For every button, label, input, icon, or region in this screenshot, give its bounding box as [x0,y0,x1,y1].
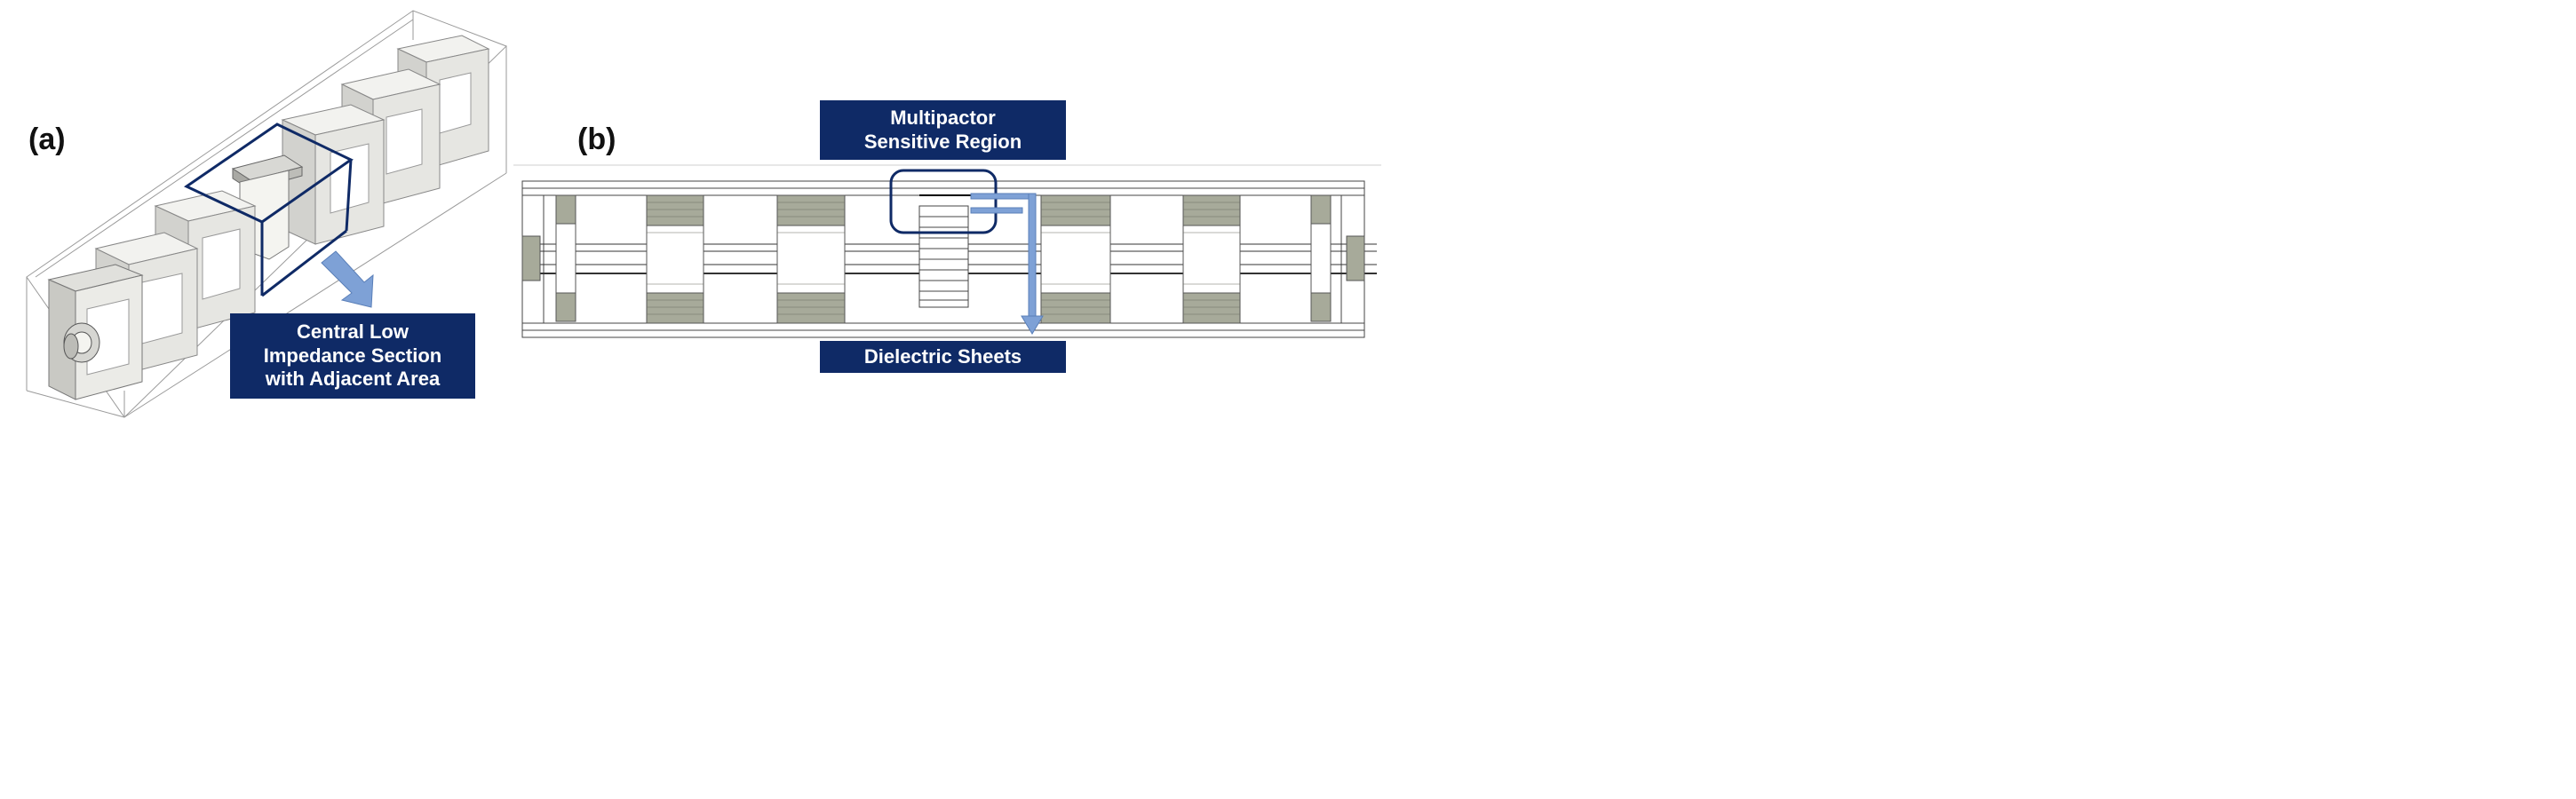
section-5 [1182,194,1241,324]
dielectric-sheets-callout: Dielectric Sheets [820,341,1066,373]
panel-a-3d-view [26,10,507,418]
central-stub-stack [918,205,969,308]
multipactor-line-2: Sensitive Region [863,130,1022,153]
callout-arrow-a [321,250,374,308]
section-4 [1040,194,1111,324]
section-2 [776,194,846,324]
callout-line-2: Impedance Section [263,344,442,367]
right-end-block [1310,194,1365,322]
multipactor-region-outline [889,169,998,234]
panel-b-cross-section [513,164,1381,338]
multipactor-line-1: Multipactor [890,107,996,130]
section-1 [646,194,704,324]
dielectric-arrow [970,193,1044,335]
multipactor-callout: Multipactor Sensitive Region [820,100,1066,160]
central-section-highlight [183,123,354,297]
end-flange [47,264,144,400]
callout-line-3: with Adjacent Area [265,368,441,391]
central-section-callout: Central Low Impedance Section with Adjac… [230,313,475,399]
figure: (a) (b) Central Low Impedance Section wi… [0,0,1393,431]
panel-a-label: (a) [28,123,66,156]
sheet-lines [647,202,1240,315]
callout-line-1: Central Low [297,320,409,344]
panel-b-label: (b) [577,123,616,156]
left-end-block [521,194,576,322]
